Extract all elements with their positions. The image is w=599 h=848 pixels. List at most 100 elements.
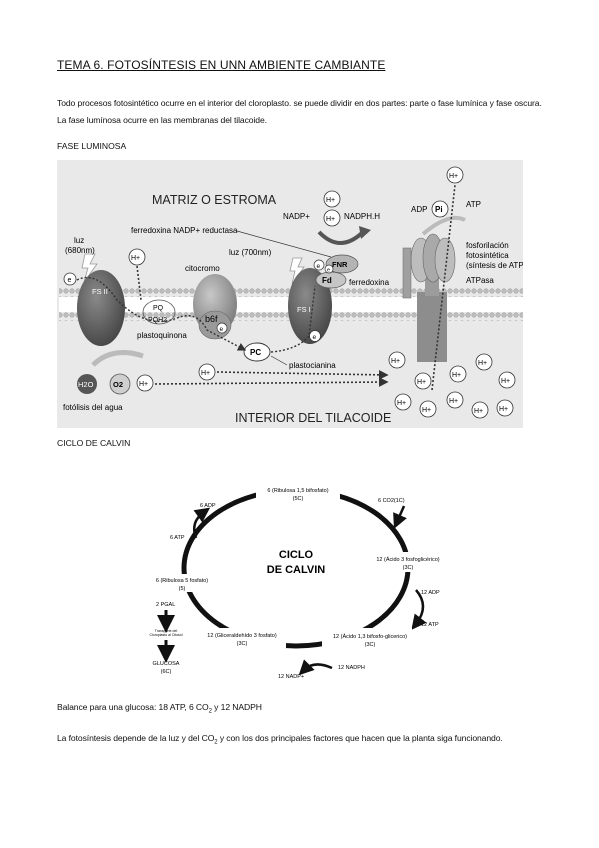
fase-luminosa-diagram: MATRIZ O ESTROMA INTERIOR DEL TILACOIDE … bbox=[57, 160, 523, 428]
svg-text:O2: O2 bbox=[113, 380, 123, 389]
acido-3-carbons: (3C) bbox=[403, 565, 414, 571]
ribulosa-5-carbons: (5) bbox=[179, 586, 186, 592]
nadph-12-label: 12 NADPH bbox=[338, 665, 365, 671]
svg-text:e: e bbox=[68, 277, 72, 284]
closing-suffix: y con los dos principales factores que h… bbox=[217, 733, 503, 743]
svg-text:H+: H+ bbox=[397, 400, 406, 407]
svg-text:H+: H+ bbox=[499, 406, 508, 413]
svg-text:e: e bbox=[220, 326, 224, 333]
calvin-title-line-2: DE CALVIN bbox=[267, 564, 326, 576]
fosforilacion-line-3: (síntesis de ATP) bbox=[466, 261, 523, 270]
calvin-title-line-1: CICLO bbox=[279, 549, 314, 561]
plastocianina-pc: PC bbox=[243, 342, 271, 362]
electron-fd-2: e bbox=[324, 264, 334, 274]
svg-text:H+: H+ bbox=[474, 408, 483, 415]
svg-text:e: e bbox=[317, 263, 321, 270]
electron-icon-fsii: e bbox=[63, 272, 77, 286]
gliceraldehido-label: 12 (Gliceraldehído 3 fosfato) bbox=[207, 633, 277, 639]
nadph-label: NADPH.H bbox=[344, 212, 380, 221]
pq-label: PQ bbox=[153, 305, 164, 312]
glucosa-label: GLUCOSA bbox=[153, 661, 180, 667]
electron-b6f: e bbox=[216, 322, 228, 334]
svg-text:Pi: Pi bbox=[435, 205, 443, 214]
closing-subscript: 2 bbox=[214, 739, 218, 746]
luz-680-nm-label: (680nm) bbox=[65, 246, 95, 255]
svg-text:H+: H+ bbox=[452, 372, 461, 379]
electron-fd-1: e bbox=[313, 259, 325, 271]
svg-text:H+: H+ bbox=[501, 378, 510, 385]
photosystem-i bbox=[288, 268, 332, 344]
proton-fotolisis: H+ bbox=[136, 374, 154, 392]
fnr-enzyme: FNR bbox=[325, 254, 359, 274]
svg-text:H+: H+ bbox=[326, 197, 335, 204]
nadp-label: NADP+ bbox=[283, 212, 310, 221]
proton-lumen-b6f: H+ bbox=[198, 363, 216, 381]
proton-atpasa-top: H+ bbox=[446, 166, 464, 184]
svg-text:H2O: H2O bbox=[78, 380, 94, 389]
pqh2-label: PQH2 bbox=[148, 317, 167, 324]
acido-13-label: 12 (Ácido 1,3 bifosfo-glicerico) bbox=[333, 633, 407, 640]
glucosa-carbons: (6C) bbox=[161, 669, 172, 675]
electron-fsi: e bbox=[309, 330, 321, 342]
pgal-label: 2 PGAL bbox=[156, 602, 175, 608]
atp-6-label: 6 ATP bbox=[170, 535, 185, 541]
proton-lumen-10: H+ bbox=[496, 399, 514, 417]
plastocianina-label: plastocianina bbox=[289, 361, 336, 370]
svg-text:H+: H+ bbox=[391, 358, 400, 365]
proton-nadp-1: H+ bbox=[323, 190, 341, 208]
lumen-label: INTERIOR DEL TILACOIDE bbox=[235, 411, 391, 425]
ciclo-calvin-diagram: CICLO DE CALVIN 6 (Ribulosa 1,5 bifosfat… bbox=[146, 483, 440, 680]
photosystem-ii bbox=[77, 270, 125, 346]
svg-text:H+: H+ bbox=[139, 381, 148, 388]
ribulosa-15-label: 6 (Ribulosa 1,5 bifosfato) bbox=[267, 488, 328, 494]
pi-icon: Pi bbox=[431, 200, 449, 218]
svg-text:e: e bbox=[327, 268, 330, 274]
proton-stroma-1: H+ bbox=[128, 248, 146, 266]
atpasa-label: ATPasa bbox=[466, 276, 494, 285]
closing-paragraph: La fotosíntesis depende de la luz y del … bbox=[57, 730, 547, 752]
section-heading-ciclo-calvin: CICLO DE CALVIN bbox=[57, 438, 131, 448]
co2-label: 6 CO2(1C) bbox=[378, 498, 405, 504]
luz-700-label: luz (700nm) bbox=[229, 248, 272, 257]
nadp-12-label: 12 NADP+ bbox=[278, 674, 304, 680]
svg-text:H+: H+ bbox=[449, 398, 458, 405]
atp-12-label: 12 ATP bbox=[421, 622, 439, 628]
proton-nadp-2: H+ bbox=[323, 209, 341, 227]
page-title: TEMA 6. FOTOSÍNTESIS EN UNN AMBIENTE CAM… bbox=[57, 58, 386, 72]
svg-text:H+: H+ bbox=[417, 379, 426, 386]
ribulosa-15-carbons: (5C) bbox=[293, 496, 304, 502]
ribulosa-5-label: 6 (Ribulosa 5 fosfato) bbox=[156, 578, 208, 584]
svg-text:FNR: FNR bbox=[332, 260, 348, 269]
proton-lumen-2: H+ bbox=[414, 372, 432, 390]
svg-text:H+: H+ bbox=[478, 360, 487, 367]
adp-6-label: 6 ADP bbox=[200, 503, 216, 509]
fosforilacion-line-1: fosforilación bbox=[466, 241, 509, 250]
adp-label: ADP bbox=[411, 205, 427, 214]
fs-i-label: FS I bbox=[297, 305, 311, 314]
section-heading-fase-luminosa: FASE LUMINOSA bbox=[57, 141, 127, 151]
citocromo-label: citocromo bbox=[185, 264, 220, 273]
proton-lumen-3: H+ bbox=[449, 365, 467, 383]
svg-text:H+: H+ bbox=[422, 407, 431, 414]
balance-subscript: 2 bbox=[208, 708, 212, 715]
luz-680-label: luz bbox=[74, 236, 84, 245]
ferredoxina-fd: Fd bbox=[315, 271, 347, 289]
proton-lumen-5: H+ bbox=[498, 371, 516, 389]
atp-synthase bbox=[402, 233, 456, 362]
balance-prefix: Balance para una glucosa: 18 ATP, 6 CO bbox=[57, 702, 209, 712]
water-molecule: H2O bbox=[77, 374, 97, 394]
fs-ii-label: FS II bbox=[92, 287, 108, 296]
proton-lumen-8: H+ bbox=[446, 391, 464, 409]
intro-paragraph: Todo procesos fotosintético ocurre en el… bbox=[57, 98, 542, 125]
proton-lumen-7: H+ bbox=[419, 400, 437, 418]
plastoquinona-label: plastoquinona bbox=[137, 331, 187, 340]
lightning-icon bbox=[81, 253, 98, 283]
proton-lumen-4: H+ bbox=[475, 353, 493, 371]
transporte-line-2: Cloroplasto al Citosol bbox=[149, 633, 182, 637]
svg-text:H+: H+ bbox=[201, 370, 210, 377]
stroma-label: MATRIZ O ESTROMA bbox=[152, 193, 277, 207]
fosforilacion-line-2: fotosintética bbox=[466, 251, 509, 260]
oxygen-molecule: O2 bbox=[109, 373, 131, 395]
acido-3-label: 12 (Ácido 3 fosfoglicérico) bbox=[376, 556, 439, 563]
nadph-curved-arrow bbox=[317, 230, 365, 245]
